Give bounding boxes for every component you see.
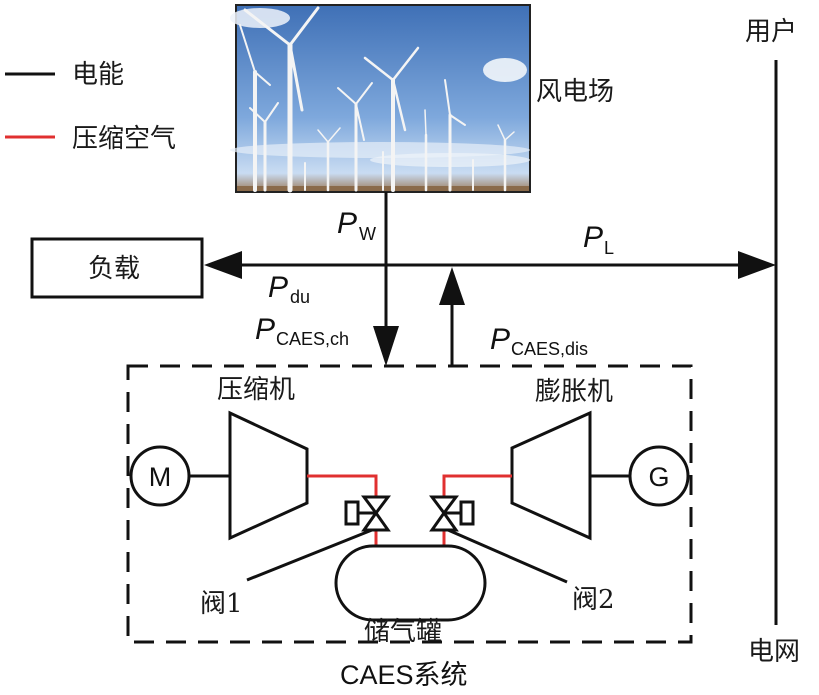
caes-system-label: CAES系统 — [340, 660, 468, 690]
legend-label-air: 压缩空气 — [72, 124, 176, 154]
svg-text:P: P — [255, 313, 275, 346]
svg-text:L: L — [604, 238, 614, 258]
arrow-to-grid — [738, 251, 776, 279]
valve-1-label: 阀1 — [200, 589, 243, 619]
svg-text:P: P — [583, 221, 603, 254]
svg-text:P: P — [337, 207, 357, 240]
label-p-l: P L — [583, 221, 614, 258]
load-label: 负载 — [88, 254, 140, 284]
valve-1-icon — [344, 495, 391, 532]
label-p-caes-dis: P CAES,dis — [490, 323, 588, 359]
arrow-to-load — [204, 251, 242, 279]
motor-letter: M — [149, 462, 172, 492]
expander-icon — [510, 410, 592, 541]
generator-letter: G — [648, 462, 669, 492]
arrow-discharge — [439, 267, 465, 305]
legend-label-electric: 电能 — [72, 60, 124, 90]
expander-label: 膨胀机 — [535, 377, 613, 407]
load-box — [30, 237, 204, 299]
wind-farm-label: 风电场 — [536, 77, 614, 107]
label-p-du: P du — [268, 271, 310, 307]
caes-system-boundary — [126, 364, 693, 644]
svg-text:W: W — [359, 224, 376, 244]
legend: 电能 压缩空气 — [5, 60, 176, 154]
wind-farm-photo — [230, 4, 531, 193]
svg-text:P: P — [490, 323, 510, 356]
svg-text:CAES,dis: CAES,dis — [511, 339, 588, 359]
valve-1-leader — [246, 528, 373, 582]
valve-2-label: 阀2 — [572, 585, 615, 615]
label-p-w: P W — [337, 207, 376, 244]
air-pipes — [307, 474, 512, 546]
storage-tank-icon — [334, 544, 487, 622]
compressor-label: 压缩机 — [217, 375, 295, 405]
user-label: 用户 — [745, 17, 797, 47]
svg-text:du: du — [290, 287, 310, 307]
svg-text:CAES,ch: CAES,ch — [276, 329, 349, 349]
generator-icon — [628, 445, 690, 507]
grid-label: 电网 — [748, 637, 800, 667]
svg-text:P: P — [268, 271, 288, 304]
storage-tank-label: 储气罐 — [364, 617, 442, 647]
valve-2-icon — [429, 495, 475, 532]
label-p-caes-ch: P CAES,ch — [255, 313, 349, 349]
compressor-icon — [228, 410, 309, 541]
valve-2-leader — [447, 528, 568, 584]
arrow-charge — [373, 326, 399, 366]
